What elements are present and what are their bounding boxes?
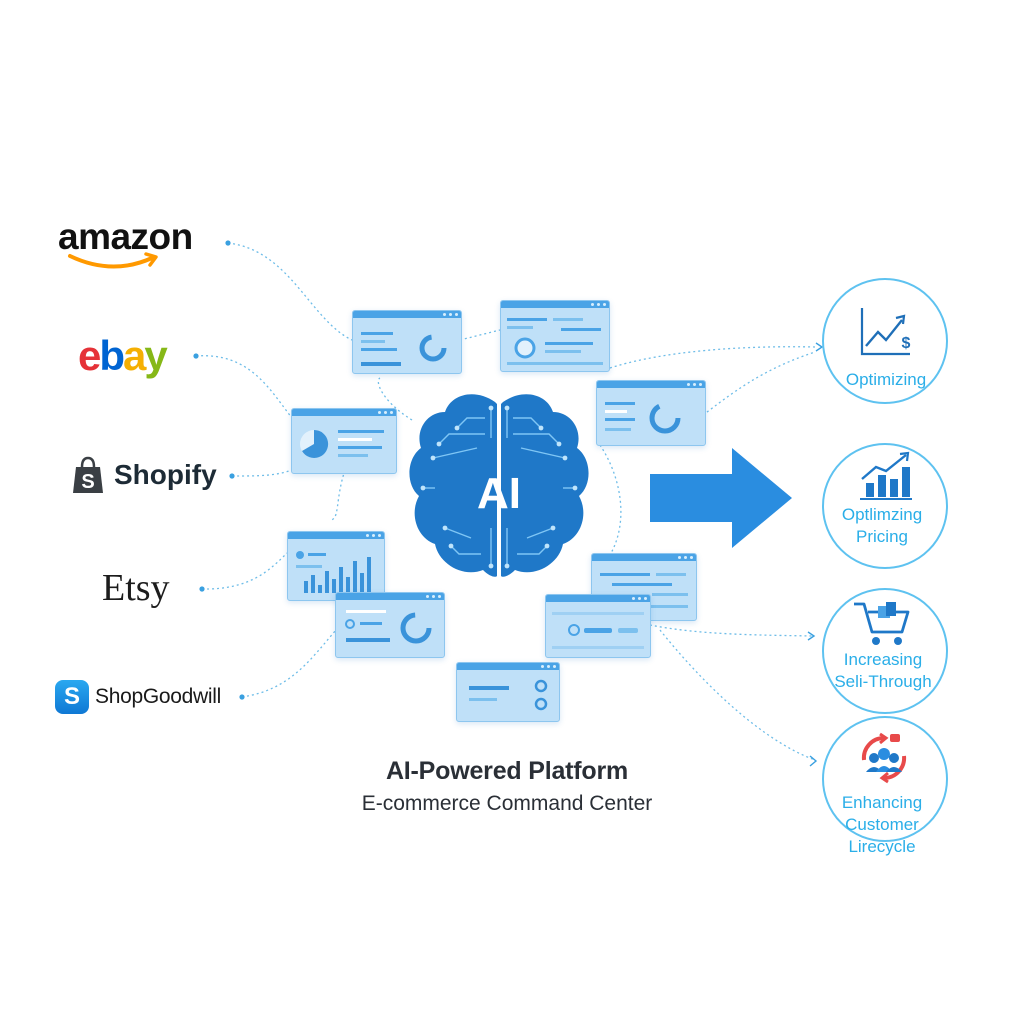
dashboard-panel-donut-1: [352, 310, 462, 374]
customer-cycle-icon: [861, 732, 907, 784]
dashboard-panel-donut-3: [335, 592, 445, 658]
panel-widgets-icon: [469, 679, 548, 711]
shopping-cart-icon: [854, 602, 910, 645]
platform-title: AI-Powered Platform: [385, 757, 629, 785]
outcome-label-sell-through: Increasing Seli-Through: [834, 650, 932, 691]
line-chart-dollar-icon: $: [860, 308, 911, 356]
panel-widgets-icon: [345, 610, 432, 644]
amazon-smile-icon: [68, 252, 158, 269]
svg-text:$: $: [902, 335, 911, 352]
panel-widgets-icon: [300, 429, 384, 458]
shopify-wordmark: Shopify: [114, 459, 217, 490]
ebay-letter-a: a: [123, 332, 146, 379]
outcome-pricing: [822, 443, 948, 569]
dashboard-panel-controls: [456, 662, 560, 722]
panel-widgets-icon: [296, 551, 371, 593]
shopgoodwill-badge-icon: S: [55, 680, 89, 714]
svg-text:S: S: [81, 471, 94, 493]
shopify-logo: S Shopify: [70, 455, 217, 495]
flow-arrow-icon: [650, 448, 792, 548]
panel-widgets-icon: [507, 318, 603, 365]
ebay-letter-y: y: [144, 332, 167, 379]
shopgoodwill-logo: S ShopGoodwill: [55, 680, 221, 714]
dashboard-panel-table: [500, 300, 610, 372]
ai-label: AI: [477, 469, 521, 518]
outcome-label-customer-lifecycle: Enhancing Customer Lirecycle: [841, 793, 923, 856]
outcome-customer-lifecycle: [822, 716, 948, 842]
platform-subtitle: E-commerce Command Center: [361, 792, 653, 815]
ebay-letter-b: b: [99, 332, 125, 379]
panel-widgets-icon: [605, 402, 681, 434]
ebay-letter-e: e: [78, 332, 101, 379]
outcome-optimizing: $: [822, 278, 948, 404]
shopify-bag-icon: S: [73, 456, 103, 493]
outcome-sell-through: [822, 588, 948, 714]
outcome-label-pricing: Optlimzing Pricing: [841, 505, 923, 546]
dashboard-panel-donut-2: [596, 380, 706, 446]
ebay-logo: ebay: [78, 332, 168, 380]
dashboard-panel-pie: [291, 408, 397, 474]
dashboard-panel-bars: [287, 531, 385, 601]
panel-widgets-icon: [361, 332, 447, 366]
dashboard-panel-list-2: [545, 594, 651, 658]
outcome-label-optimizing: Optimizing: [845, 370, 927, 389]
amazon-logo: amazon: [58, 216, 193, 257]
ai-brain-icon: AI: [409, 394, 589, 577]
panel-widgets-icon: [552, 612, 644, 649]
bar-chart-growth-icon: [860, 451, 912, 500]
shopgoodwill-wordmark: ShopGoodwill: [95, 685, 221, 708]
etsy-logo: Etsy: [102, 567, 170, 609]
